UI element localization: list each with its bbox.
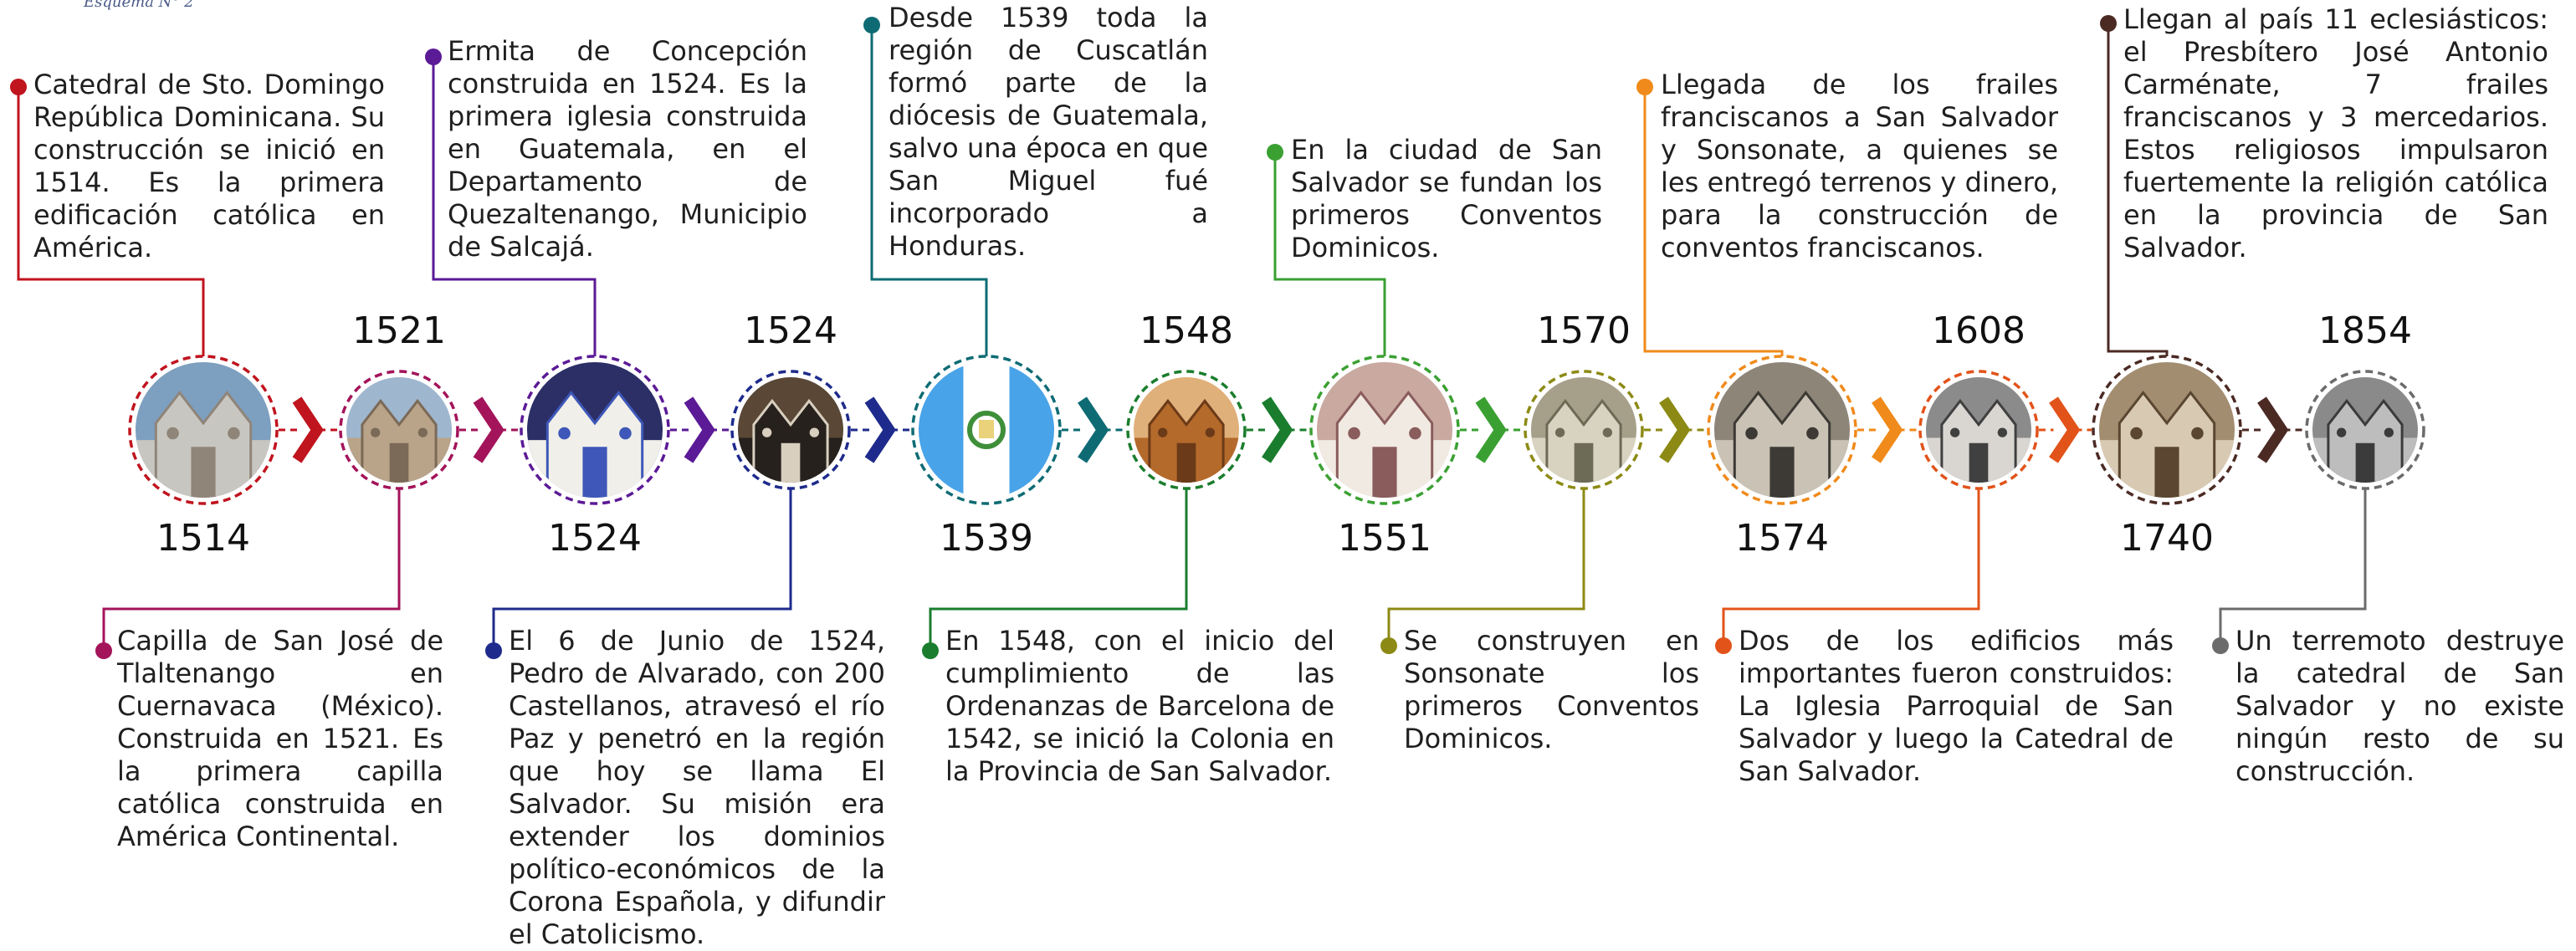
chevron-arrow-icon	[864, 396, 896, 463]
event-description: Se construyen en Sonsonate los primeros …	[1404, 625, 1699, 754]
bullet-dot-icon	[485, 642, 502, 659]
bullet-dot-icon	[1636, 79, 1653, 95]
event-year: 1608	[1932, 309, 2025, 352]
dashed-ring	[128, 355, 279, 505]
dashed-ring	[911, 355, 1062, 505]
callout-line	[1387, 488, 1585, 646]
event-description: Dos de los edificios más importantes fue…	[1739, 625, 2174, 787]
event-description: Un terremoto destruye la catedral de San…	[2235, 625, 2564, 787]
event-year: 1551	[1338, 517, 1431, 560]
callout-line	[17, 87, 205, 356]
chevron-arrow-icon	[1475, 396, 1507, 463]
event-description: El 6 de Junio de 1524, Pedro de Alvarado…	[509, 625, 885, 950]
ornate-church-photo	[527, 362, 663, 498]
chevron-arrow-icon	[1078, 396, 1109, 463]
bullet-dot-icon	[10, 79, 27, 95]
callout-line	[2219, 488, 2367, 646]
chevron-arrow-icon	[2049, 396, 2081, 463]
dashed-ring	[520, 355, 670, 505]
event-year: 1539	[940, 517, 1033, 560]
old-town-photo	[1531, 377, 1636, 483]
bullet-dot-icon	[2212, 637, 2229, 654]
chevron-arrow-icon	[1872, 396, 1903, 463]
guatemala-flag	[919, 362, 1054, 498]
event-year: 1514	[156, 517, 250, 560]
event-description: En la ciudad de San Salvador se fundan l…	[1291, 134, 1602, 263]
event-year: 1524	[744, 309, 837, 352]
chevron-arrow-icon	[2257, 396, 2289, 463]
event-year: 1521	[352, 309, 446, 352]
chapel-photo	[346, 377, 452, 483]
chevron-arrow-icon	[292, 396, 324, 463]
event-year: 1570	[1537, 309, 1631, 352]
event-description: Desde 1539 toda la región de Cuscatlán f…	[889, 2, 1208, 262]
event-year: 1740	[2120, 517, 2214, 560]
parish-church-photo	[1926, 377, 2031, 483]
chevron-arrow-icon	[473, 396, 504, 463]
event-description: En 1548, con el inicio del cumplimiento …	[945, 625, 1334, 787]
callout-line	[1643, 87, 1784, 356]
callout-line	[102, 488, 401, 651]
bullet-dot-icon	[425, 49, 442, 65]
bullet-dot-icon	[1715, 637, 1732, 654]
callout-line	[870, 25, 988, 356]
chevron-arrow-icon	[1659, 396, 1691, 463]
bullet-dot-icon	[863, 17, 880, 33]
bullet-dot-icon	[2100, 15, 2117, 32]
callout-line	[1273, 152, 1386, 356]
bullet-dot-icon	[922, 642, 939, 659]
bullet-dot-icon	[1267, 144, 1283, 161]
dashed-ring	[2092, 355, 2242, 505]
callout-line	[1722, 488, 1980, 646]
event-description: Capilla de San José de Tlaltenango en Cu…	[117, 625, 443, 852]
dashed-ring	[1707, 355, 1857, 505]
callout-line	[432, 57, 597, 356]
dashed-ring	[1309, 355, 1460, 505]
callout-line	[492, 488, 792, 651]
bullet-dot-icon	[95, 642, 112, 659]
callout-line	[2107, 23, 2169, 356]
event-description: Llegan al país 11 eclesiásticos: el Pres…	[2123, 3, 2548, 263]
chevron-arrow-icon	[1262, 396, 1293, 463]
event-year: 1548	[1139, 309, 1233, 352]
chevron-arrow-icon	[684, 396, 715, 463]
event-year: 1574	[1735, 517, 1829, 560]
bullet-dot-icon	[1380, 637, 1397, 654]
event-year: 1854	[2318, 309, 2412, 352]
event-description: Catedral de Sto. Domingo República Domin…	[33, 69, 385, 263]
event-description: Ermita de Concepción construida en 1524.…	[448, 35, 807, 263]
event-year: 1524	[548, 517, 642, 560]
callout-line	[929, 488, 1188, 651]
event-description: Llegada de los frailes franciscanos a Sa…	[1661, 69, 2058, 263]
header-note: Esquema N° 2	[84, 0, 194, 11]
